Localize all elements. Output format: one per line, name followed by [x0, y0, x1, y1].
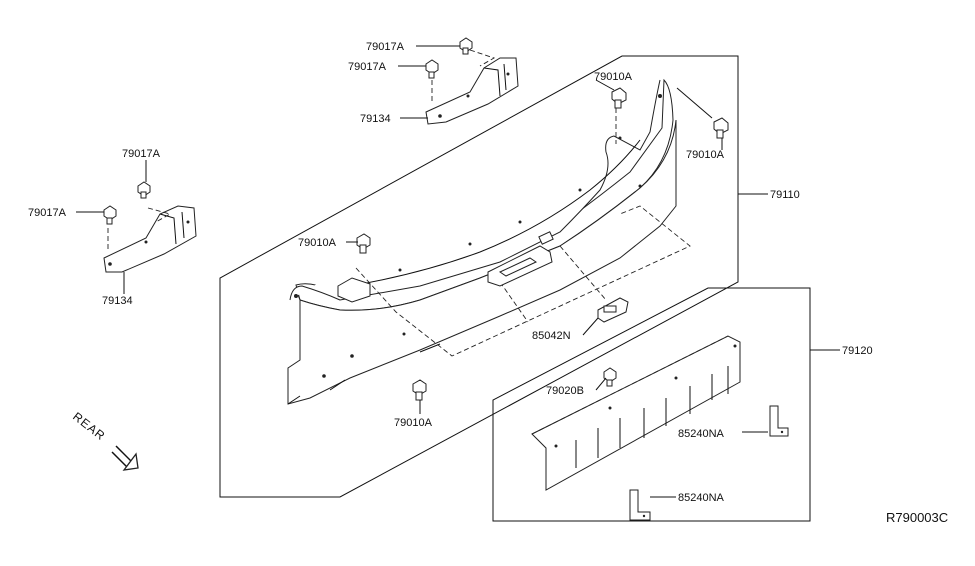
bolt-79017a-left-upper	[137, 181, 151, 199]
label-79010a-mid: 79010A	[298, 237, 337, 249]
label-79110: 79110	[770, 189, 800, 201]
clip-79020b	[603, 367, 617, 387]
rear-panel-lower-skin	[287, 119, 677, 405]
panel-holes	[294, 94, 662, 378]
lower-panel-79120	[531, 335, 741, 491]
clip-79010a-right	[713, 117, 729, 139]
dashed-guide-2	[559, 245, 607, 301]
bolt-79017a-top-lower	[425, 59, 439, 79]
lower-panel-boundary	[492, 287, 811, 522]
label-79010a-right: 79010A	[686, 149, 725, 161]
latch-striker-bracket	[487, 231, 554, 287]
label-85240na-lower: 85240NA	[678, 492, 725, 504]
bolt-79017a-left-lower	[103, 205, 117, 225]
clip-79010a-mid	[356, 233, 371, 254]
rear-arrow-icon	[111, 445, 139, 471]
label-79017a-top-upper: 79017A	[366, 41, 405, 53]
bracket-85240na-lower	[629, 489, 651, 521]
reinforcement-dashed-outline	[355, 205, 691, 357]
bracket-85240na-upper	[769, 405, 789, 437]
bracket-79134-left	[103, 205, 197, 273]
label-79134-top: 79134	[360, 113, 391, 125]
rear-panel-top-flange	[289, 79, 661, 301]
label-79017a-left-upper: 79017A	[122, 148, 161, 160]
rear-panel-crease	[349, 139, 641, 287]
main-assembly-boundary	[219, 55, 739, 498]
dashed-guide-1	[499, 281, 529, 323]
left-mount-tab	[337, 277, 371, 303]
rear-panel-79110	[287, 78, 691, 405]
label-79010a-bottom: 79010A	[394, 417, 433, 429]
label-79020b: 79020B	[546, 385, 584, 397]
label-79010a-top: 79010A	[594, 71, 633, 83]
clip-79010a-top	[611, 87, 627, 109]
clip-79010a-bottom	[412, 379, 427, 401]
nut-85042n	[597, 297, 629, 323]
rear-direction-indicator: REAR	[70, 409, 139, 471]
label-79120: 79120	[842, 345, 873, 357]
rear-label: REAR	[70, 409, 108, 443]
bracket-79134-top	[425, 49, 519, 125]
label-79017a-top-lower: 79017A	[348, 61, 387, 73]
label-85240na-upper: 85240NA	[678, 428, 725, 440]
label-79134-left: 79134	[102, 295, 133, 307]
bolt-79017a-top-upper	[459, 37, 473, 55]
diagram-code: R790003C	[886, 510, 948, 525]
label-85042n: 85042N	[532, 330, 571, 342]
label-79017a-left-lower: 79017A	[28, 207, 67, 219]
rear-panel-bottom-edge	[287, 343, 441, 405]
